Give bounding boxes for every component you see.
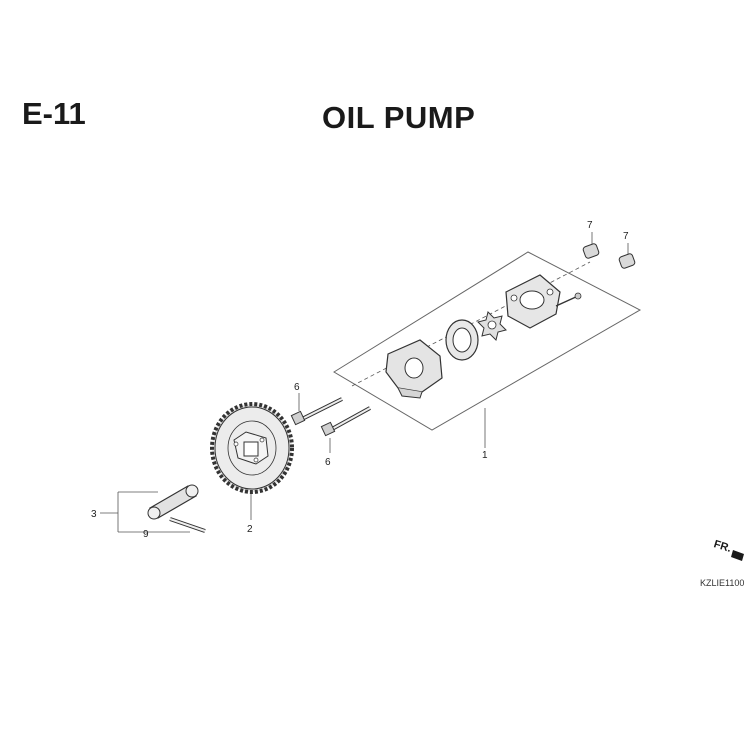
reference-code: KZLIE1100 bbox=[700, 578, 745, 588]
callout-7-dowel-a: 7 bbox=[587, 220, 593, 231]
oil-pump-driven-gear bbox=[210, 402, 294, 494]
callout-6-bolt-a: 6 bbox=[294, 382, 300, 393]
front-arrow-icon bbox=[731, 550, 744, 561]
assembly-outline bbox=[333, 251, 642, 431]
bolt-6b bbox=[320, 406, 371, 437]
callout-9-pin: 9 bbox=[143, 529, 149, 540]
callout-2-gear: 2 bbox=[247, 524, 253, 535]
dowel-pin-7b bbox=[618, 253, 636, 269]
pump-body bbox=[385, 339, 443, 399]
callout-1-pump-assy: 1 bbox=[482, 450, 488, 461]
leader-lines bbox=[100, 232, 629, 533]
callout-6-bolt-b: 6 bbox=[325, 457, 331, 468]
section-code: E-11 bbox=[22, 96, 86, 131]
bolt-6a bbox=[290, 397, 343, 426]
pin-9 bbox=[169, 517, 206, 533]
diagram-title: OIL PUMP bbox=[322, 100, 476, 135]
callout-7-dowel-b: 7 bbox=[623, 231, 629, 242]
inner-rotor bbox=[477, 311, 507, 341]
pump-cover bbox=[505, 274, 582, 329]
dowel-pin-7a bbox=[582, 243, 600, 259]
pump-shaft bbox=[147, 484, 199, 520]
outer-rotor bbox=[445, 319, 479, 361]
callout-3-shaft: 3 bbox=[91, 509, 97, 520]
